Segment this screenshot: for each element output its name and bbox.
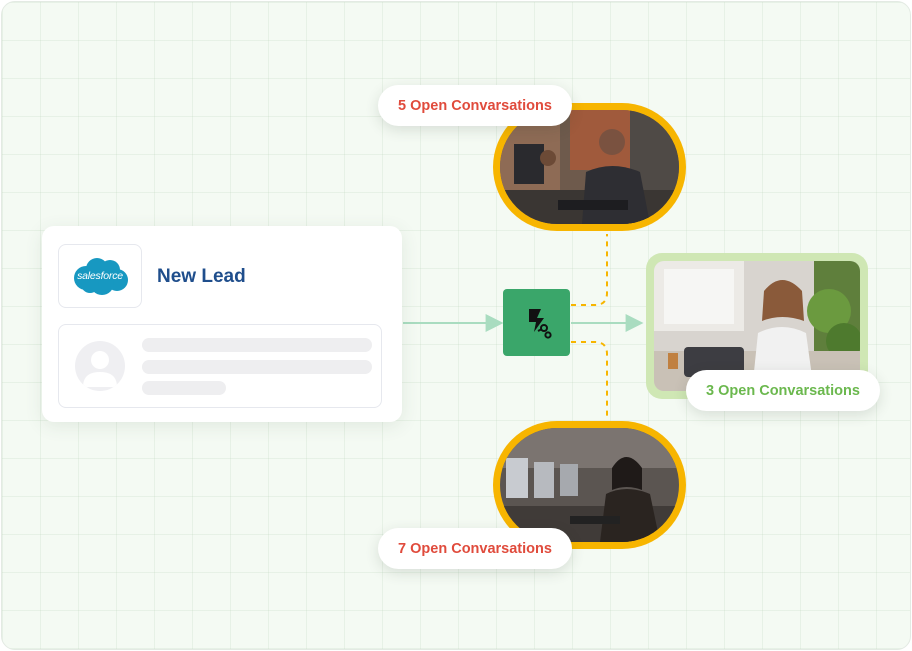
open-conversations-count: 7 Open Convarsations: [398, 540, 552, 557]
agent-label-bottom: 7 Open Convarsations: [378, 528, 572, 569]
salesforce-logo: salesforce: [70, 256, 130, 296]
salesforce-logo-text: salesforce: [77, 270, 123, 282]
lead-title: New Lead: [157, 266, 246, 287]
agent-label-right: 3 Open Convarsations: [686, 370, 880, 411]
user-avatar-icon: [75, 341, 125, 391]
agent-photo-bottom: [493, 421, 686, 549]
salesforce-logo-box: salesforce: [58, 244, 142, 308]
agent-photo-image: [500, 428, 679, 542]
lead-profile-placeholder: [58, 324, 382, 408]
hub-to-top-agent-dashed: [571, 234, 608, 306]
agent-photo-top: [493, 103, 686, 231]
agent-photo-image: [500, 110, 679, 224]
open-conversations-count: 3 Open Convarsations: [706, 382, 860, 399]
placeholder-line: [142, 338, 372, 352]
placeholder-line: [142, 381, 226, 395]
hub-to-bottom-agent-dashed: [571, 341, 608, 420]
agent-label-top: 5 Open Convarsations: [378, 85, 572, 126]
placeholder-line: [142, 360, 372, 374]
lightning-routing-icon: [528, 308, 552, 339]
new-lead-card: salesforce New Lead: [42, 226, 402, 422]
routing-hub: [503, 289, 570, 356]
open-conversations-count: 5 Open Convarsations: [398, 97, 552, 114]
